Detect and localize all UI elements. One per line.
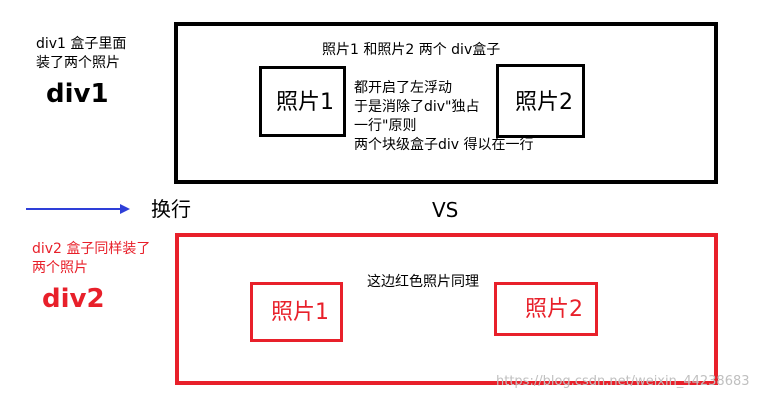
vs-label: VS bbox=[432, 198, 459, 222]
div2-note: 这边红色照片同理 bbox=[367, 274, 479, 290]
explain-line2: 于是消除了div"独占 bbox=[354, 99, 480, 115]
div2-photo2-box: 照片2 bbox=[494, 282, 598, 336]
right-arrow bbox=[26, 204, 130, 214]
div1-desc-line2: 装了两个照片 bbox=[36, 55, 120, 71]
div1-photo1-box: 照片1 bbox=[259, 66, 346, 137]
div1-desc-line1: div1 盒子里面 bbox=[36, 36, 127, 52]
explain-line4: 两个块级盒子div 得以在一行 bbox=[354, 137, 534, 153]
div2-desc-line2: 两个照片 bbox=[32, 260, 88, 276]
div1-side-title: div1 bbox=[46, 79, 109, 109]
div2-container bbox=[175, 233, 718, 385]
div1-photo1-label: 照片1 bbox=[276, 90, 334, 115]
explain-line1: 都开启了左浮动 bbox=[354, 80, 452, 96]
explain-line3: 一行"原则 bbox=[354, 118, 417, 134]
div1-photo2-box: 照片2 bbox=[496, 64, 585, 138]
div2-desc-line1: div2 盒子同样装了 bbox=[32, 241, 151, 257]
newline-label: 换行 bbox=[151, 197, 191, 221]
div2-photo1-box: 照片1 bbox=[250, 282, 343, 342]
watermark: https://blog.csdn.net/weixin_44238683 bbox=[496, 374, 750, 389]
div1-inner-title: 照片1 和照片2 两个 div盒子 bbox=[322, 42, 501, 58]
div2-side-title: div2 bbox=[42, 284, 105, 314]
div2-photo1-label: 照片1 bbox=[271, 300, 329, 325]
div1-photo2-label: 照片2 bbox=[515, 90, 573, 115]
div1-container bbox=[174, 22, 718, 184]
div2-photo2-label: 照片2 bbox=[525, 297, 583, 322]
